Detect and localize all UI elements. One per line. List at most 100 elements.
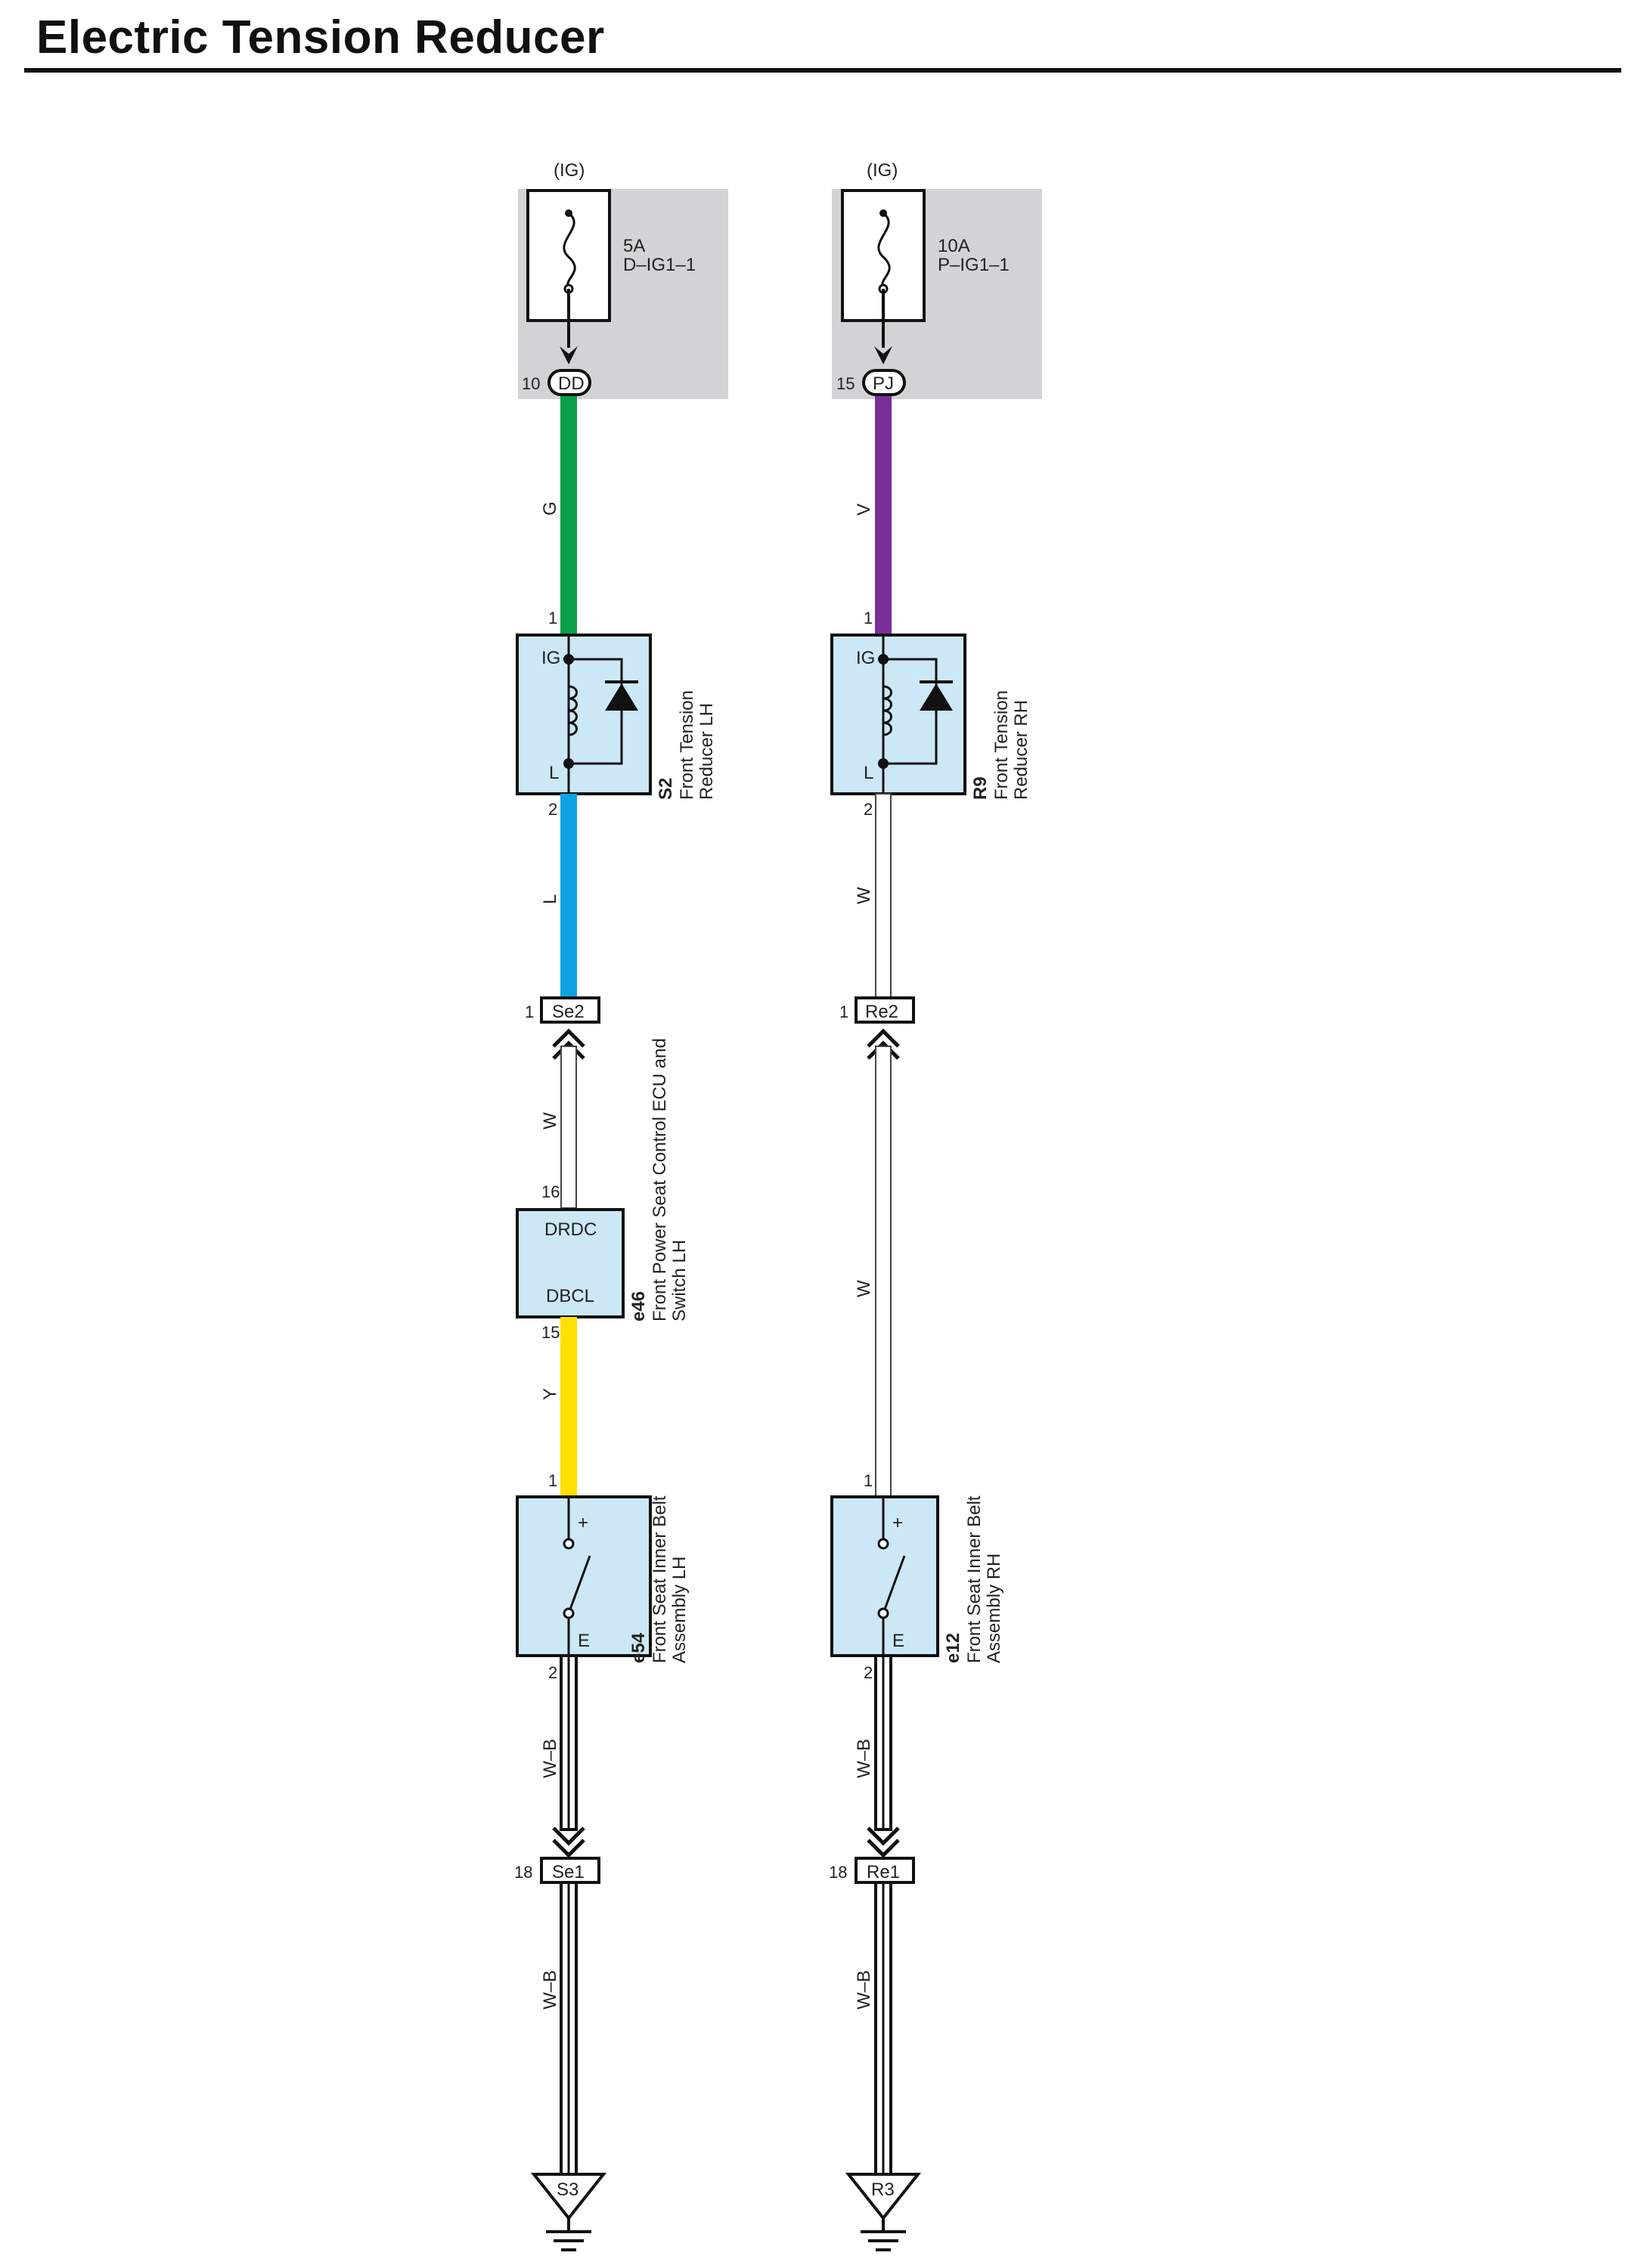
left-belt-plus: + <box>578 1513 588 1533</box>
left-wire-g-label: G <box>540 501 560 516</box>
left-ecu-name-2: Switch LH <box>669 1240 690 1321</box>
right-conn1-chevron-icon <box>867 1028 900 1060</box>
right-belt-box <box>830 1495 939 1657</box>
left-jc-pin: 10 <box>522 374 540 393</box>
right-fuse-amp: 10A <box>938 236 970 256</box>
right-reducer-l: L <box>864 763 873 783</box>
left-conn2-name: Se1 <box>552 1862 585 1882</box>
left-arrow-icon <box>560 346 578 364</box>
right-belt-e: E <box>892 1631 904 1651</box>
left-fuse-name: D–IG1–1 <box>623 255 696 275</box>
right-conn1 <box>855 996 915 1024</box>
left-fuse-amp: 5A <box>623 236 645 256</box>
left-jc-connector <box>547 369 591 396</box>
right-fuse-name: P–IG1–1 <box>938 255 1010 275</box>
right-conn2-pin: 18 <box>829 1863 847 1882</box>
right-circuit: (IG) 10A P–IG1–1 PJ 15 V 1 IG L 2 R9 Fro… <box>829 160 1042 2251</box>
right-wire-w-1 <box>875 793 892 999</box>
left-reducer-name-1: Front Tension <box>677 690 697 800</box>
right-belt-code: e12 <box>943 1633 963 1663</box>
left-conn1-name: Se2 <box>552 1002 585 1022</box>
left-belt-code: e54 <box>628 1632 649 1663</box>
left-belt-pin-out: 2 <box>548 1663 557 1682</box>
right-wire-v-label: V <box>854 503 874 516</box>
left-conn2-chevron-icon <box>552 1826 585 1858</box>
right-ground-label: R3 <box>871 2180 895 2200</box>
left-conn2-pin: 18 <box>514 1863 532 1882</box>
right-reducer-pin-out: 2 <box>864 800 873 819</box>
left-reducer-ig: IG <box>541 648 560 668</box>
right-wire-wb-2-label: W–B <box>854 1970 874 2009</box>
right-wire-w-1-label: W <box>854 887 874 904</box>
left-wire-l <box>560 794 577 998</box>
right-reducer-name-1: Front Tension <box>991 690 1012 800</box>
left-reducer-pin-in: 1 <box>548 609 557 627</box>
left-power-label: (IG) <box>554 160 585 181</box>
left-belt-box <box>516 1495 652 1657</box>
left-wire-wb-2-label: W–B <box>540 1970 560 2009</box>
left-reducer-l: L <box>549 763 559 783</box>
left-wire-l-label: L <box>540 894 560 904</box>
right-conn1-name: Re2 <box>865 1002 898 1022</box>
right-reducer-name-2: Reducer RH <box>1011 700 1031 800</box>
left-wire-g <box>560 396 577 635</box>
left-wire-wb-1-label: W–B <box>540 1739 560 1778</box>
left-wire-w <box>560 1046 577 1209</box>
left-ecu-code: e46 <box>628 1291 649 1321</box>
left-conn1-chevron-icon <box>552 1028 585 1060</box>
right-reducer-code: R9 <box>970 776 991 800</box>
right-belt-name-2: Assembly RH <box>984 1554 1004 1663</box>
right-conn2-name: Re1 <box>867 1862 900 1882</box>
right-jc-name: PJ <box>873 373 894 394</box>
left-diode-icon <box>605 683 638 711</box>
right-belt-plus: + <box>892 1513 903 1533</box>
left-ground-icon <box>530 2173 607 2221</box>
left-fuse-icon <box>563 212 576 290</box>
left-reducer-name-2: Reducer LH <box>696 703 717 800</box>
right-belt-switch-icon <box>882 1555 906 1614</box>
right-conn2-chevron-icon <box>867 1826 900 1858</box>
left-ecu-term-1: DRDC <box>544 1219 597 1240</box>
right-conn1-pin: 1 <box>839 1002 848 1021</box>
left-reducer-code: S2 <box>656 778 676 800</box>
right-arrow-icon <box>874 346 892 364</box>
left-circuit: (IG) 5A D–IG1–1 DD 10 G 1 IG L 2 S2 Fron… <box>514 160 728 2251</box>
left-belt-name-1: Front Seat Inner Belt <box>650 1495 670 1663</box>
right-wire-wb-1-label: W–B <box>854 1739 874 1778</box>
left-ground-label: S3 <box>557 2180 579 2200</box>
right-conn2 <box>855 1857 915 1884</box>
right-wire-v <box>875 396 892 635</box>
right-belt-pin-in: 1 <box>864 1471 873 1490</box>
left-ecu-term-2: DBCL <box>546 1286 594 1306</box>
left-wire-y <box>560 1317 577 1495</box>
right-jc-pin: 15 <box>836 374 855 393</box>
left-conn1 <box>540 996 600 1024</box>
page-title: Electric Tension Reducer <box>36 11 605 64</box>
right-power-label: (IG) <box>867 160 898 181</box>
left-ecu-pin-in: 16 <box>541 1182 560 1201</box>
left-belt-name-2: Assembly LH <box>669 1557 690 1663</box>
left-conn1-pin: 1 <box>525 1002 534 1021</box>
right-wire-w-2 <box>875 1046 892 1498</box>
right-belt-pin-out: 2 <box>864 1663 873 1682</box>
left-ecu-name-1: Front Power Seat Control ECU and <box>650 1038 670 1321</box>
left-belt-switch-icon <box>567 1555 591 1614</box>
left-reducer-pin-out: 2 <box>548 800 557 819</box>
right-wire-w-2-label: W <box>854 1280 874 1297</box>
left-ecu-pin-out: 15 <box>541 1323 560 1342</box>
title-rule <box>24 68 1621 73</box>
right-belt-name-1: Front Seat Inner Belt <box>964 1495 985 1663</box>
left-reducer-box <box>516 634 652 795</box>
left-jc-name: DD <box>558 373 585 394</box>
left-wire-w-label: W <box>540 1112 560 1129</box>
right-reducer-box <box>830 634 966 795</box>
right-ground-icon <box>845 2173 922 2221</box>
left-belt-pin-in: 1 <box>548 1471 557 1490</box>
right-jc-connector <box>862 369 906 396</box>
right-diode-icon <box>920 683 953 711</box>
right-reducer-ig: IG <box>856 648 875 668</box>
right-fuse-icon <box>877 212 891 290</box>
left-belt-e: E <box>578 1631 590 1651</box>
right-reducer-pin-in: 1 <box>864 609 873 627</box>
